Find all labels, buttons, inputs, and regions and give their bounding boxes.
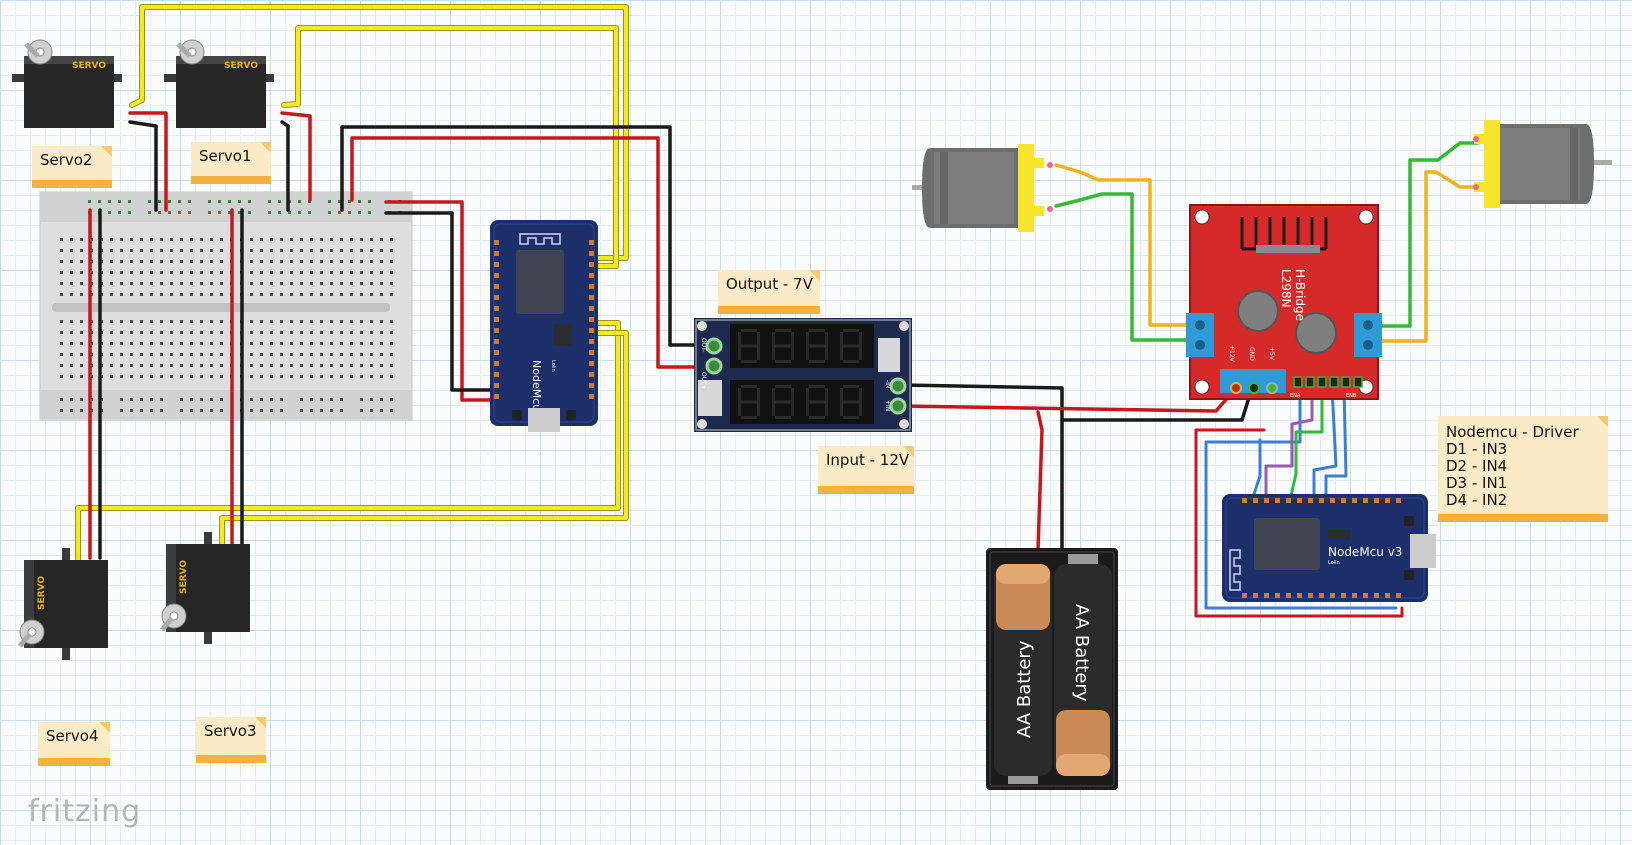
servo-2: SERVO <box>12 39 122 128</box>
wire-orange-motor-right <box>1370 170 1480 343</box>
battery-cell-left: AA Battery <box>994 564 1052 784</box>
nodemcu-left: NodeMcu v3 Lolin <box>490 220 598 432</box>
wire-red-vin2 <box>1194 428 1404 618</box>
svg-text:GND: GND <box>1248 347 1255 361</box>
svg-text:SERVO: SERVO <box>179 560 189 594</box>
motor-right <box>1473 120 1612 208</box>
l298n-hbridge: L298N H-Bridge +12V GND +5V ENA ENB <box>1186 204 1382 400</box>
svg-text:Lolin: Lolin <box>550 360 556 372</box>
wire-black-rail-converter <box>340 125 710 347</box>
battery-pack: AA Battery AA Battery <box>986 548 1118 790</box>
svg-text:ENB: ENB <box>1346 393 1357 399</box>
wire-red-servo1 <box>280 111 312 202</box>
wire-red-rail-nodemcu <box>384 200 496 402</box>
dc-converter: OUT- OUT+ -IN +IN <box>694 318 912 432</box>
battery-label-left: AA Battery <box>1014 640 1035 738</box>
wire-blue-in1 <box>1204 386 1398 610</box>
servo-1: SERVO <box>164 39 274 128</box>
battery-label-right: AA Battery <box>1071 604 1092 702</box>
svg-text:SERVO: SERVO <box>72 61 106 71</box>
wire-green-motor-left <box>1054 192 1202 342</box>
note-servo3[interactable]: Servo3 <box>196 717 266 763</box>
note-driver-title: Nodemcu - Driver <box>1446 423 1579 441</box>
wire-orange-motor-left <box>1054 163 1202 327</box>
svg-text:ENA: ENA <box>1290 393 1301 399</box>
svg-text:SERVO: SERVO <box>224 61 258 71</box>
wire-red-battery <box>1036 410 1044 552</box>
svg-text:SERVO: SERVO <box>37 576 47 610</box>
svg-text:+5V: +5V <box>1268 347 1275 361</box>
wire-black-servo1 <box>280 120 290 212</box>
wire-black-servo2 <box>128 120 158 212</box>
note-driver-line: D4 - IN2 <box>1446 491 1508 509</box>
wire-blue-in5 <box>1324 386 1348 502</box>
note-driver-line: D3 - IN1 <box>1446 474 1508 492</box>
svg-text:Lolin: Lolin <box>1328 560 1340 566</box>
hbridge-label-line2: H-Bridge <box>1293 269 1307 321</box>
battery-cell-right: AA Battery <box>1054 554 1112 776</box>
hbridge-label-line1: L298N <box>1279 269 1293 308</box>
breadboard <box>39 191 413 421</box>
note-nodemcu-driver[interactable]: Nodemcu - Driver D1 - IN3 D2 - IN4 D3 - … <box>1438 416 1608 522</box>
note-input[interactable]: Input - 12V <box>818 446 914 494</box>
svg-text:OUT-: OUT- <box>700 338 707 352</box>
fritzing-logo: fritzing <box>28 794 142 829</box>
wire-red-rail-converter <box>350 136 710 369</box>
servo-3: SERVO <box>160 532 250 644</box>
note-output[interactable]: Output - 7V <box>718 270 820 314</box>
note-servo4[interactable]: Servo4 <box>38 722 110 766</box>
nodemcu-right-label: NodeMcu v3 <box>1328 545 1402 559</box>
note-servo1[interactable]: Servo1 <box>191 142 271 184</box>
svg-text:+12V: +12V <box>1228 345 1235 363</box>
svg-text:+IN: +IN <box>884 400 891 411</box>
wire-red-converter-in <box>900 386 1238 413</box>
servo-4: SERVO <box>18 548 108 660</box>
wire-red-servo2 <box>128 111 168 212</box>
wire-green-motor-right <box>1370 141 1480 328</box>
svg-text:-IN: -IN <box>884 380 891 388</box>
note-driver-line: D1 - IN3 <box>1446 440 1508 458</box>
wire-green-in3 <box>1288 386 1324 502</box>
note-driver-line: D2 - IN4 <box>1446 457 1508 475</box>
note-servo2[interactable]: Servo2 <box>32 146 112 188</box>
nodemcu-right: NodeMcu v3 Lolin <box>1222 494 1436 602</box>
wire-black-converter-in <box>900 383 1064 550</box>
svg-text:OUT+: OUT+ <box>700 372 707 390</box>
wire-purple-in2 <box>1264 386 1314 502</box>
wire-blue-in4 <box>1312 386 1338 502</box>
wire-black-rail-nodemcu <box>384 211 496 392</box>
motor-left <box>912 144 1053 232</box>
wires <box>75 4 1480 618</box>
wire-blue-gnd2 <box>1250 438 1262 502</box>
